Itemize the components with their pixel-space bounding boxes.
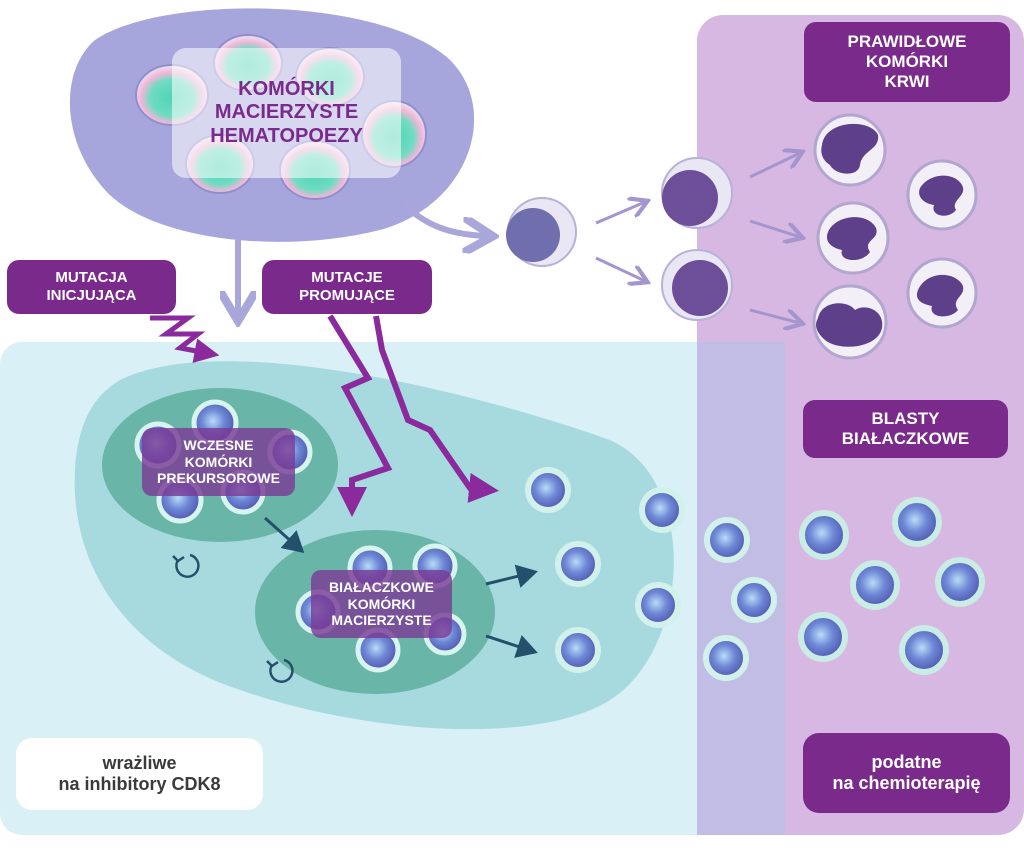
leukemic-stem-cells-label: BIAŁACZKOWE KOMÓRKI MACIERZYSTE (311, 570, 452, 638)
blast-cell-icon (704, 517, 750, 563)
blast-cell-icon (799, 510, 849, 560)
hsc-to-progenitor-arrow (402, 202, 487, 236)
self-renewal-icon (266, 658, 294, 683)
progenitor-cell-icon (506, 197, 577, 267)
neutrophil-icon (816, 201, 890, 275)
leukemic-blasts (525, 467, 777, 681)
neutrophil-icon (906, 257, 978, 329)
blast-cell-icon (850, 560, 900, 610)
blast-cell-icon (935, 557, 985, 607)
hsc-label: KOMÓRKI MACIERZYSTE HEMATOPOEZY (172, 48, 401, 178)
neutrophil-icon (813, 113, 887, 187)
blast-cell-icon (555, 627, 601, 673)
leukemic-blasts-label: BLASTY BIAŁACZKOWE (803, 400, 1008, 458)
mutation-zigzag-icon (327, 314, 393, 517)
initiating-mutation-label: MUTACJA INICJUJĄCA (7, 260, 176, 314)
blast-cell-icon (703, 635, 749, 681)
blast-cell-icon (525, 467, 571, 513)
blast-cell-icon (899, 625, 949, 675)
neutrophil-icon (812, 284, 888, 360)
chemo-susceptibility-label: podatne na chemioterapię (803, 733, 1010, 813)
blast-cell-icon (635, 582, 681, 628)
early-precursors-label: WCZESNE KOMÓRKI PREKURSOROWE (142, 428, 295, 496)
differentiation-arrows (595, 153, 800, 323)
self-renewal-icon (172, 553, 200, 578)
neutrophil-icon (906, 159, 978, 231)
blast-cell-icon (731, 577, 777, 623)
mature-cells (812, 113, 978, 360)
blast-cell-icon (892, 497, 942, 547)
normal-blood-cells-label: PRAWIDŁOWE KOMÓRKI KRWI (804, 22, 1010, 102)
mutation-zigzag-icon (150, 315, 220, 364)
blast-cell-icon (639, 487, 685, 533)
mutation-zigzag-icon (373, 315, 499, 503)
progenitor-cell-icon (661, 249, 733, 321)
blast-cell-icon (555, 541, 601, 587)
cdk8-sensitivity-label: wrażliwe na inhibitory CDK8 (16, 738, 263, 810)
progenitor-cell-icon (661, 157, 733, 229)
chemo-blasts (798, 497, 985, 675)
progression-arrows (264, 516, 538, 658)
promoting-mutations-label: MUTACJE PROMUJĄCE (262, 260, 432, 314)
progenitor-cells (506, 157, 733, 321)
blast-cell-icon (798, 612, 848, 662)
